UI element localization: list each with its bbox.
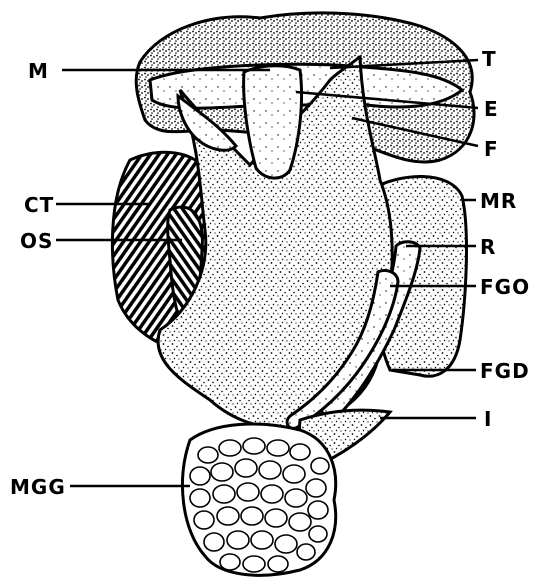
label-E: E — [484, 97, 499, 121]
label-MR: MR — [480, 189, 517, 213]
label-CT: CT — [24, 193, 54, 217]
label-F: F — [484, 137, 499, 161]
label-T: T — [482, 47, 497, 71]
label-MGG: MGG — [10, 475, 66, 499]
label-FGO: FGO — [480, 275, 530, 299]
label-OS: OS — [20, 229, 53, 253]
label-M: M — [28, 59, 49, 83]
label-I: I — [484, 407, 492, 431]
label-FGD: FGD — [480, 359, 530, 383]
label-R: R — [480, 235, 496, 259]
